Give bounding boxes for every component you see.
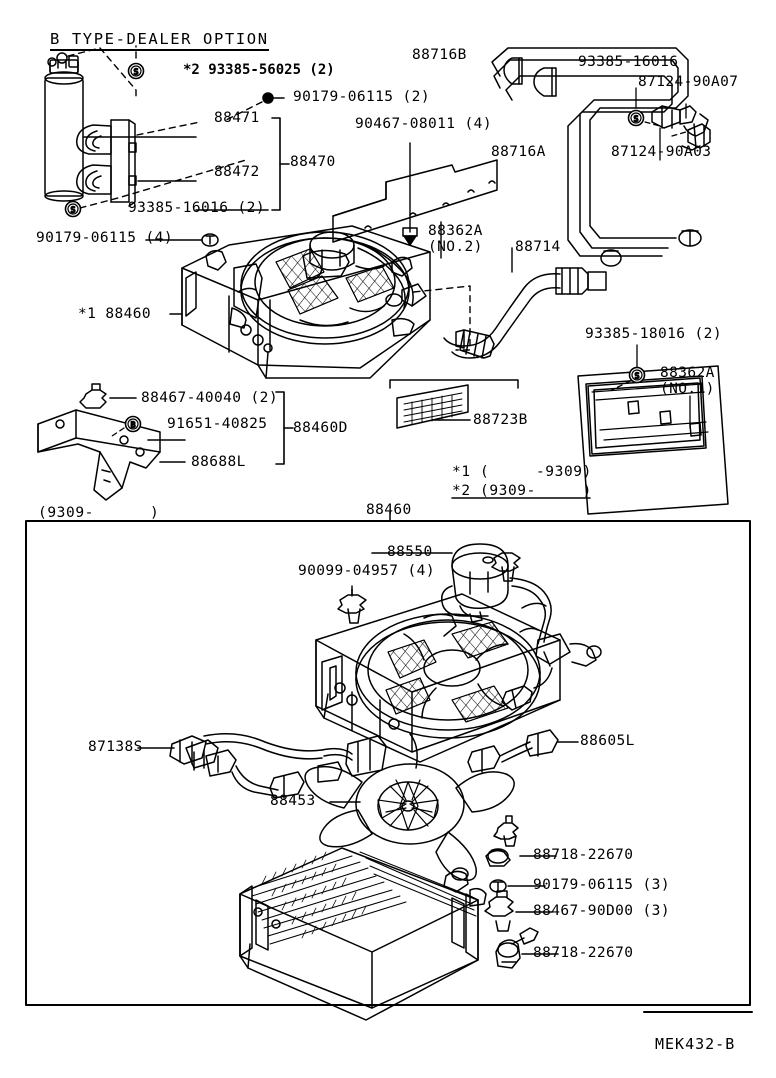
hose-clamps-art xyxy=(651,105,711,151)
label-88362A-no2-sub: (NO.2) xyxy=(428,239,483,255)
hose-88714-art xyxy=(443,267,607,359)
bracket-88688L-art xyxy=(37,409,161,501)
lower-section-heading: 88460 xyxy=(366,502,412,518)
duct-panel-no1-art xyxy=(577,365,729,515)
evaporator-housing-art xyxy=(181,225,431,379)
label-88471: 88471 xyxy=(214,110,260,126)
label-90467-08011: 90467-08011 (4) xyxy=(355,116,492,132)
label-88718-22670-lower: 88718-22670 xyxy=(533,945,634,961)
label-88460-star1: *1 88460 xyxy=(78,306,152,322)
note-star2: *2 (9309- ) xyxy=(452,483,592,499)
drawing-code: MEK432-B xyxy=(655,1035,736,1053)
label-88467-40040: 88467-40040 (2) xyxy=(141,390,278,406)
label-88467-90D00: 88467-90D00 (3) xyxy=(533,903,670,919)
label-88723B: 88723B xyxy=(473,412,528,428)
blower-case-lower-art xyxy=(315,593,561,763)
evaporator-core-art xyxy=(239,847,487,1021)
label-90179-06115-qty3: 90179-06115 (3) xyxy=(533,877,670,893)
label-88550: 88550 xyxy=(387,544,433,560)
label-93385-16016-clamp: 93385-16016 (2) xyxy=(128,200,265,216)
section-title: B TYPE-DEALER OPTION xyxy=(50,30,269,51)
resistor-88605L-art xyxy=(467,729,559,773)
label-88688L: 88688L xyxy=(191,454,246,470)
label-88718-22670-upper: 88718-22670 xyxy=(533,847,634,863)
receiver-drier-art xyxy=(44,52,84,202)
label-93385-18016: 93385-18016 (2) xyxy=(585,326,722,342)
label-91651-40825: 91651-40825 xyxy=(167,416,268,432)
note-lower-range: (9309- ) xyxy=(38,505,160,521)
label-88460D: 88460D xyxy=(293,420,348,436)
filter-88723B-art xyxy=(396,384,469,429)
label-88716A: 88716A xyxy=(491,144,546,160)
grommet-art-a xyxy=(79,383,107,409)
drier-clamp-art xyxy=(76,119,137,207)
label-90099-04957: 90099-04957 (4) xyxy=(298,563,435,579)
duct-panel-no2-art xyxy=(332,159,498,243)
label-88453: 88453 xyxy=(270,793,316,809)
label-90179-06115-qty4: 90179-06115 (4) xyxy=(36,230,173,246)
label-88714: 88714 xyxy=(515,239,561,255)
harness-87138S-art xyxy=(169,733,387,799)
label-88605L: 88605L xyxy=(580,733,635,749)
label-88362A-no1: 88362A xyxy=(660,365,715,381)
label-93385-16016: 93385-16016 xyxy=(578,54,679,70)
blower-motor-art xyxy=(440,543,602,711)
label-88362A-no1-sub: (NO.1) xyxy=(660,381,715,397)
label-87124-90A03: 87124-90A03 xyxy=(611,144,712,160)
hardware-column-art xyxy=(484,815,539,969)
label-88716B: 88716B xyxy=(412,47,467,63)
clip-art-b xyxy=(491,552,521,582)
label-88470: 88470 xyxy=(290,154,336,170)
label-87138S: 87138S xyxy=(88,739,143,755)
refrigerant-hoses-art xyxy=(491,47,702,267)
label-88472: 88472 xyxy=(214,164,260,180)
note-star1: *1 ( -9309) xyxy=(452,464,592,480)
label-87124-90A07: 87124-90A07 xyxy=(638,74,739,90)
label-90179-06115-qty2: 90179-06115 (2) xyxy=(293,89,430,105)
label-88362A-no2: 88362A xyxy=(428,223,483,239)
label-93385-56025: *2 93385-56025 (2) xyxy=(183,62,335,78)
fan-blade-art xyxy=(304,733,515,881)
washer-icon-a xyxy=(201,233,219,247)
